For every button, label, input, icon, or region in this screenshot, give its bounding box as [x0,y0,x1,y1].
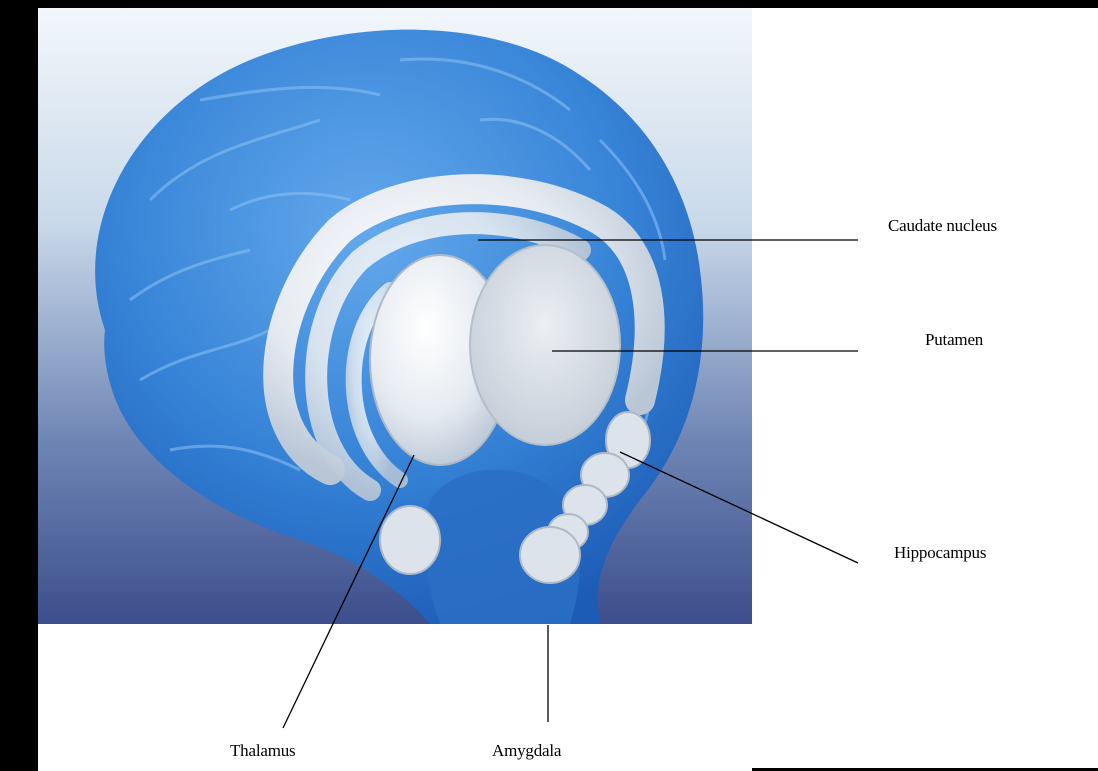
putamen [470,245,620,445]
hippocampus-label: Hippocampus [894,543,986,563]
amygdala-label: Amygdala [492,741,561,761]
putamen-label: Putamen [925,330,983,350]
amygdala [380,506,440,574]
caudate-label: Caudate nucleus [888,216,997,236]
thalamus-label: Thalamus [230,741,295,761]
